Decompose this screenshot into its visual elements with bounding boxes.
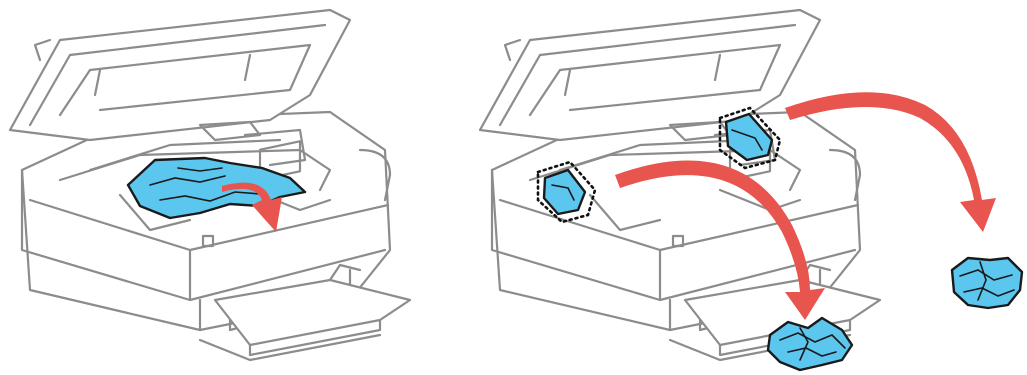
printer-open-scanner-icon (0, 0, 430, 375)
panel-remove-torn-pieces (470, 0, 1027, 375)
panel-remove-jammed-paper (0, 0, 430, 375)
printer-open-scanner-icon (470, 0, 1027, 375)
crumpled-paper-right (952, 258, 1022, 308)
